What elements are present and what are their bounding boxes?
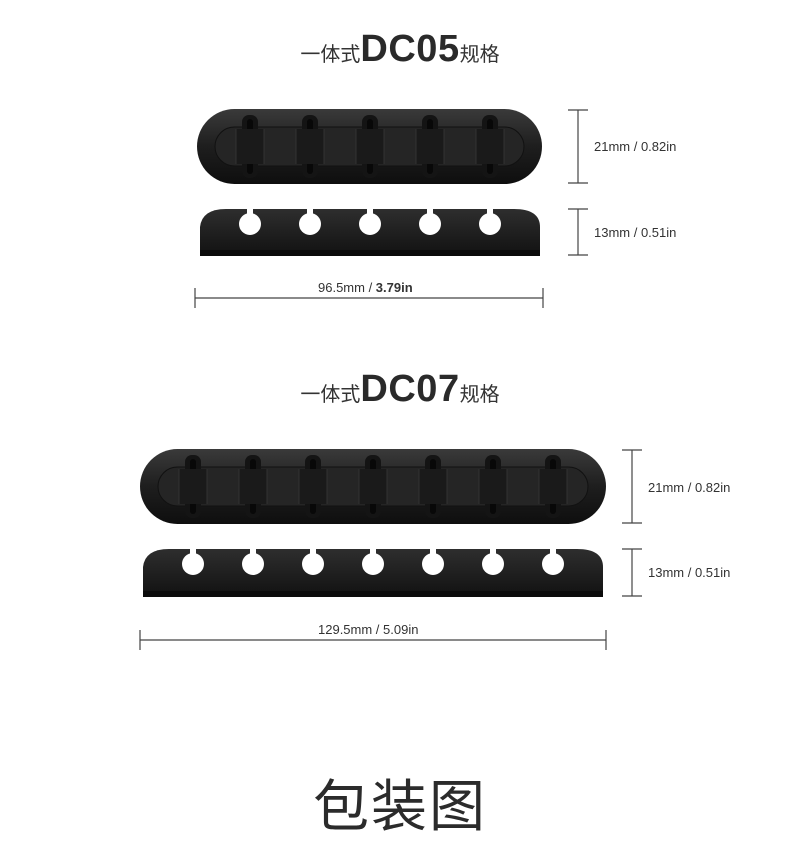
cable-slot xyxy=(358,455,388,518)
cable-slot xyxy=(235,115,265,178)
dc05-width-in: 3.79in xyxy=(375,280,413,295)
cable-hole xyxy=(419,208,441,235)
cable-hole xyxy=(482,548,504,575)
cable-slot xyxy=(295,115,325,178)
cable-hole xyxy=(362,548,384,575)
cable-hole xyxy=(302,548,324,575)
dc07-top-view xyxy=(140,449,606,524)
dc05-top-height-label: 21mm / 0.82in xyxy=(594,139,677,154)
organizer-base xyxy=(200,250,540,256)
dc07-width-label: 129.5mm / 5.09in xyxy=(318,622,419,637)
dc07-top-height-label: 21mm / 0.82in xyxy=(648,480,731,495)
cable-hole xyxy=(359,208,381,235)
organizer-base xyxy=(143,591,603,597)
cable-slot xyxy=(415,115,445,178)
dc05-width-mm: 96.5mm / xyxy=(318,280,376,295)
dc07-dimension-lines xyxy=(139,449,642,650)
dc05-dimension-lines xyxy=(194,109,588,308)
cable-slot xyxy=(238,455,268,518)
cable-slot xyxy=(355,115,385,178)
dc05-title-suffix: 规格 xyxy=(459,42,500,66)
cable-slot xyxy=(178,455,208,518)
cable-slot xyxy=(538,455,568,518)
dc05-title-prefix: 一体式 xyxy=(300,42,361,66)
cable-hole xyxy=(182,548,204,575)
packaging-heading: 包装图 xyxy=(313,775,487,840)
cable-hole xyxy=(479,208,501,235)
cable-slot xyxy=(478,455,508,518)
dc05-side-view xyxy=(200,208,540,256)
dc07-model: DC07 xyxy=(360,368,460,410)
dc07-side-view xyxy=(143,548,603,597)
dc05-model: DC05 xyxy=(360,28,460,70)
dc05-side-height-label: 13mm / 0.51in xyxy=(594,225,677,240)
cable-hole xyxy=(242,548,264,575)
dc05-title: 一体式DC05规格 xyxy=(0,28,800,71)
cable-slot xyxy=(475,115,505,178)
cable-hole xyxy=(299,208,321,235)
dc05-top-view xyxy=(197,109,542,184)
dc07-title: 一体式DC07规格 xyxy=(0,368,800,411)
cable-hole xyxy=(239,208,261,235)
dc07-side-height-label: 13mm / 0.51in xyxy=(648,565,731,580)
cable-slot xyxy=(418,455,448,518)
cable-hole xyxy=(422,548,444,575)
dc07-title-prefix: 一体式 xyxy=(300,382,361,406)
cable-hole xyxy=(542,548,564,575)
cable-slot xyxy=(298,455,328,518)
dc05-width-label: 96.5mm / 3.79in xyxy=(318,280,413,295)
dc07-title-suffix: 规格 xyxy=(459,382,500,406)
